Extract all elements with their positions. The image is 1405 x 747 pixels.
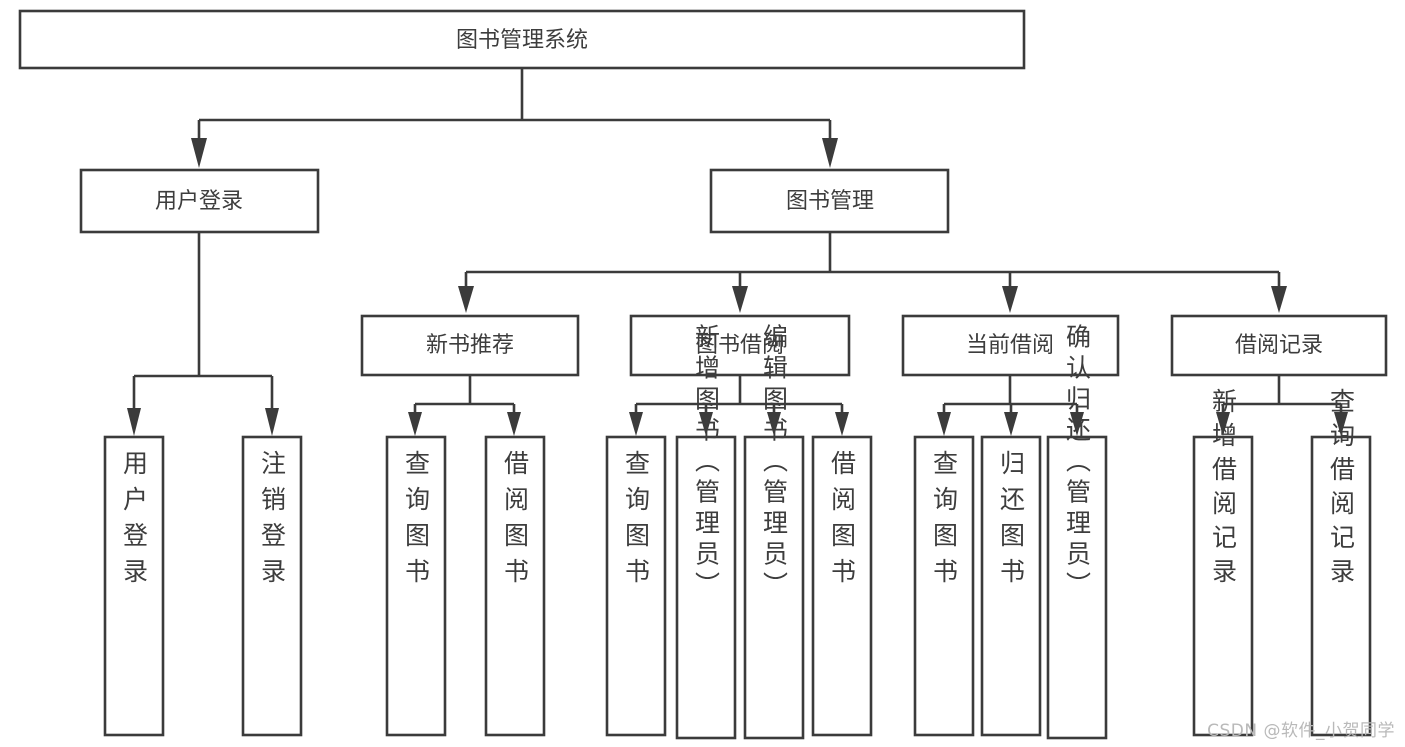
connector-currentborrow-to-leaves xyxy=(937,376,1084,436)
connector-borrowrecord-to-leaves xyxy=(1216,376,1348,436)
arrow-head-icon xyxy=(629,412,643,436)
arrow-head-icon xyxy=(732,286,748,313)
leaf-book-borrow-query[interactable]: 查询图书 xyxy=(605,435,667,737)
arrow-head-icon xyxy=(191,138,207,168)
leaf-borrow-record-query[interactable]: 查询借阅记录 xyxy=(1310,388,1372,737)
node-book-borrow-label: 图书借阅 xyxy=(696,333,784,358)
arrow-head-icon xyxy=(507,412,521,436)
arrow-head-icon xyxy=(767,412,781,436)
node-new-book-recommend-label: 新书推荐 xyxy=(426,333,514,358)
arrow-head-icon xyxy=(822,138,838,168)
leaf-book-borrow-edit-label: 编辑图书（管理员） xyxy=(760,324,789,603)
node-root-label: 图书管理系统 xyxy=(456,28,588,53)
connector-bookmgmt-to-level3 xyxy=(458,232,1287,313)
leaf-borrow-record-add[interactable]: 新增借阅记录 xyxy=(1192,388,1254,737)
node-user-login-label: 用户登录 xyxy=(155,189,243,214)
connector-bookborrow-to-leaves xyxy=(629,376,849,436)
node-book-management-label: 图书管理 xyxy=(786,189,874,214)
connector-newbook-to-leaves xyxy=(408,376,521,436)
leaf-current-borrow-return-label: 归还图书 xyxy=(997,450,1026,594)
leaf-new-book-borrow[interactable]: 借阅图书 xyxy=(484,435,546,737)
arrow-head-icon xyxy=(265,408,279,436)
leaf-new-book-query[interactable]: 查询图书 xyxy=(385,435,447,737)
node-root-system[interactable]: 图书管理系统 xyxy=(18,9,1026,70)
leaf-new-book-borrow-label: 借阅图书 xyxy=(501,450,530,594)
node-current-borrow-label: 当前借阅 xyxy=(966,333,1054,358)
arrow-head-icon xyxy=(1070,412,1084,436)
arrow-head-icon xyxy=(699,412,713,436)
arrow-head-icon xyxy=(1004,412,1018,436)
connector-root-to-level2 xyxy=(191,68,838,168)
leaf-book-borrow-edit[interactable]: 编辑图书（管理员） xyxy=(743,324,805,740)
arrow-head-icon xyxy=(1271,286,1287,313)
leaf-borrow-record-add-label: 新增借阅记录 xyxy=(1209,388,1238,592)
leaf-user-login-login[interactable]: 用户登录 xyxy=(103,435,165,737)
leaf-book-borrow-add-label: 新增图书（管理员） xyxy=(692,324,721,603)
connector-userlogin-to-leaves xyxy=(127,232,279,436)
leaf-borrow-record-query-label: 查询借阅记录 xyxy=(1327,388,1356,592)
leaf-book-borrow-query-label: 查询图书 xyxy=(622,450,651,594)
leaf-current-borrow-confirm-label: 确认归还（管理员） xyxy=(1063,324,1092,603)
arrow-head-icon xyxy=(408,412,422,436)
node-book-management[interactable]: 图书管理 xyxy=(709,168,950,234)
leaf-new-book-query-label: 查询图书 xyxy=(402,450,431,594)
leaf-current-borrow-query-label: 查询图书 xyxy=(930,450,959,594)
node-book-borrow[interactable]: 图书借阅 xyxy=(629,314,851,377)
leaf-user-login-login-label: 用户登录 xyxy=(120,450,149,594)
arrow-head-icon xyxy=(458,286,474,313)
arrow-head-icon xyxy=(835,412,849,436)
arrow-head-icon xyxy=(937,412,951,436)
arrow-head-icon xyxy=(127,408,141,436)
leaf-book-borrow-borrow[interactable]: 借阅图书 xyxy=(811,435,873,737)
node-borrow-record[interactable]: 借阅记录 xyxy=(1170,314,1388,377)
node-borrow-record-label: 借阅记录 xyxy=(1235,333,1323,358)
arrow-head-icon xyxy=(1002,286,1018,313)
node-new-book-recommend[interactable]: 新书推荐 xyxy=(360,314,580,377)
leaf-book-borrow-borrow-label: 借阅图书 xyxy=(828,450,857,594)
leaf-book-borrow-add[interactable]: 新增图书（管理员） xyxy=(675,324,737,740)
arrow-head-icon xyxy=(1216,412,1230,436)
node-user-login[interactable]: 用户登录 xyxy=(79,168,320,234)
node-current-borrow[interactable]: 当前借阅 xyxy=(901,314,1120,377)
leaf-current-borrow-confirm[interactable]: 确认归还（管理员） xyxy=(1046,324,1108,740)
leaf-user-login-logout-label: 注销登录 xyxy=(258,450,287,594)
arrow-head-icon xyxy=(1334,412,1348,436)
leaf-current-borrow-query[interactable]: 查询图书 xyxy=(913,435,975,737)
leaf-current-borrow-return[interactable]: 归还图书 xyxy=(980,435,1042,737)
leaf-user-login-logout[interactable]: 注销登录 xyxy=(241,435,303,737)
